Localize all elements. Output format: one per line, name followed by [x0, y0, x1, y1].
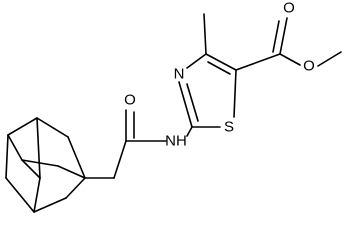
atom-label-ester-double-oxygen: O: [283, 0, 295, 17]
bond-c4-c5-double: [207, 61, 231, 75]
adamantyl-cage: [5, 117, 86, 213]
bond-cage-10: [7, 134, 23, 161]
bond-cage-2: [67, 136, 86, 179]
bond-cage-9: [33, 177, 41, 213]
methyl-ester: [235, 17, 342, 71]
bond-ester-oxygen-methyl: [317, 51, 342, 67]
amide-linker: [84, 109, 193, 179]
bond-ester-carbon-oxygen: [279, 53, 301, 66]
bond-n3-c2-double: [186, 83, 199, 122]
bond-cage-4: [5, 134, 9, 179]
bond-c4-c5: [205, 53, 237, 71]
bond-carbonyl-ch2: [113, 140, 127, 179]
bond-cage-13: [57, 165, 86, 179]
bond-cage-3: [7, 117, 38, 136]
atom-label-thiazole-nitrogen: N: [174, 66, 185, 83]
bond-cage-8: [36, 117, 41, 179]
bond-cage-11: [21, 159, 41, 179]
atom-label-amide-nh: NH: [165, 133, 187, 150]
bond-ester-carbonyl: [279, 17, 288, 55]
bond-cage-5: [5, 177, 35, 213]
atom-label-thiazole-sulfur: S: [224, 119, 234, 136]
thiazole-ring: [178, 53, 237, 128]
bond-ester-carbonyl-double: [272, 20, 280, 53]
bond-cage-1: [36, 117, 69, 138]
bond-s1-c5: [233, 69, 237, 118]
atom-label-ester-single-oxygen: O: [303, 58, 315, 75]
bond-c2-nh: [186, 126, 193, 137]
bond-c4-n3: [186, 53, 207, 69]
bond-c5-ester-carbon: [235, 53, 281, 71]
bond-n3-c2: [178, 81, 193, 128]
bond-cage-6: [33, 197, 67, 213]
bond-cage-12: [21, 159, 59, 167]
atom-label-carbonyl-oxygen: O: [124, 92, 136, 109]
bond-c4-methyl: [203, 13, 207, 55]
bond-cage-7: [65, 177, 86, 199]
